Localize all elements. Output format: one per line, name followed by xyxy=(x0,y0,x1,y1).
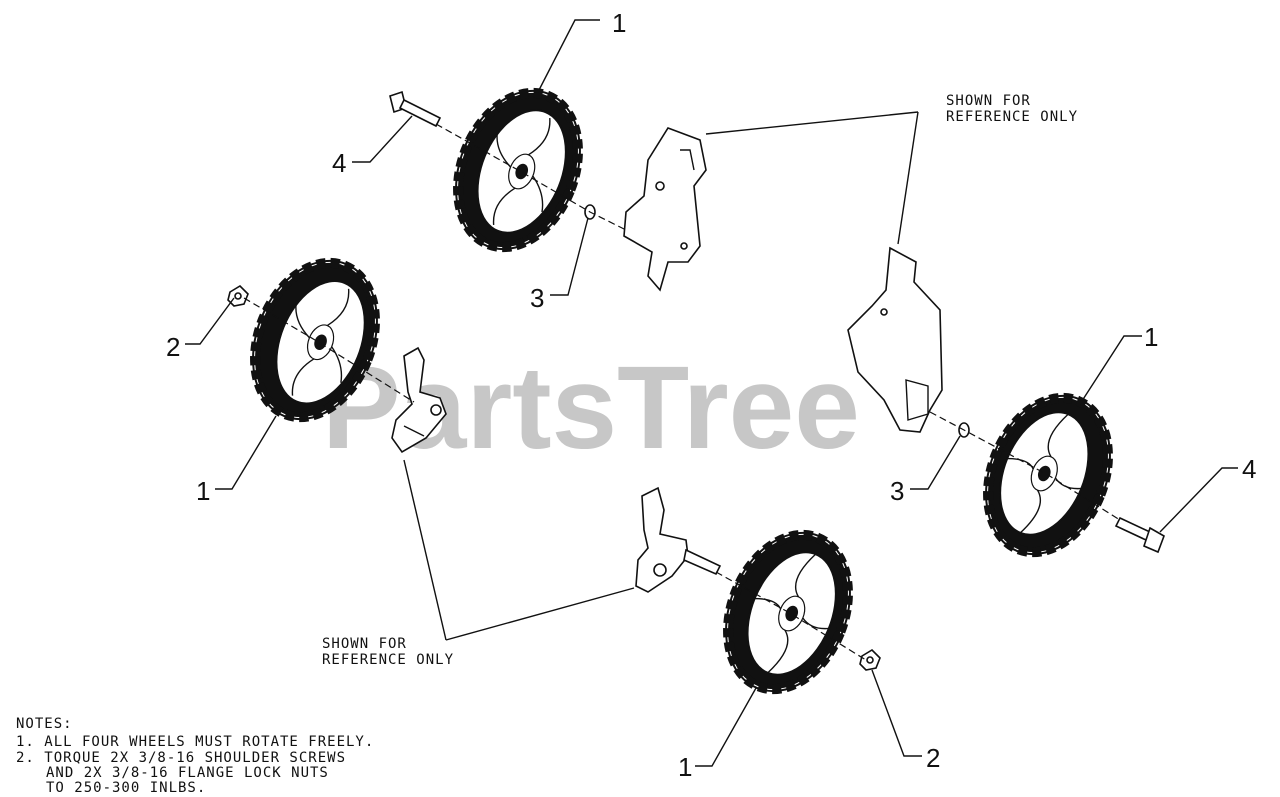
notes-line-1: 1. ALL FOUR WHEELS MUST ROTATE FREELY. xyxy=(16,734,374,750)
callout-4-top: 4 xyxy=(332,148,346,178)
axle-bracket-left xyxy=(391,346,447,454)
callout-3-right: 3 xyxy=(890,476,904,506)
lock-nut-bottom xyxy=(859,648,881,671)
callout-2-left: 2 xyxy=(166,332,180,362)
axis-top xyxy=(435,123,627,231)
bracket-right xyxy=(847,246,943,433)
callout-1-top: 1 xyxy=(612,8,626,38)
reference-top-line2: REFERENCE ONLY xyxy=(946,109,1078,125)
notes-line-4: TO 250-300 INLBS. xyxy=(46,780,206,796)
shoulder-screw-right xyxy=(1114,516,1165,554)
shoulder-screw-top xyxy=(389,90,442,128)
axle-bracket-bottom xyxy=(635,486,722,593)
callout-2-bottom: 2 xyxy=(926,743,940,773)
notes-line-2: 2. TORQUE 2X 3/8-16 SHOULDER SCREWS xyxy=(16,750,346,766)
axis-right xyxy=(929,411,1121,521)
axis-left xyxy=(243,297,415,403)
callout-1-right: 1 xyxy=(1144,322,1158,352)
watermark: PartsTree xyxy=(322,342,860,474)
lock-nut-left xyxy=(227,284,249,307)
bracket-top xyxy=(623,127,707,292)
leader-lines xyxy=(185,19,1238,767)
notes-block: NOTES: 1. ALL FOUR WHEELS MUST ROTATE FR… xyxy=(16,716,374,796)
reference-bottom-line1: SHOWN FOR xyxy=(322,636,407,652)
reference-bottom-line2: REFERENCE ONLY xyxy=(322,652,454,668)
reference-leaders xyxy=(403,111,919,641)
notes-heading: NOTES: xyxy=(16,716,73,732)
callout-1-left: 1 xyxy=(196,476,210,506)
callout-1-bottom: 1 xyxy=(678,752,692,782)
notes-line-3: AND 2X 3/8-16 FLANGE LOCK NUTS xyxy=(46,765,329,781)
reference-top-line1: SHOWN FOR xyxy=(946,93,1031,109)
callout-4-right: 4 xyxy=(1242,454,1256,484)
axis-bottom xyxy=(715,571,867,661)
callout-3-top: 3 xyxy=(530,283,544,313)
